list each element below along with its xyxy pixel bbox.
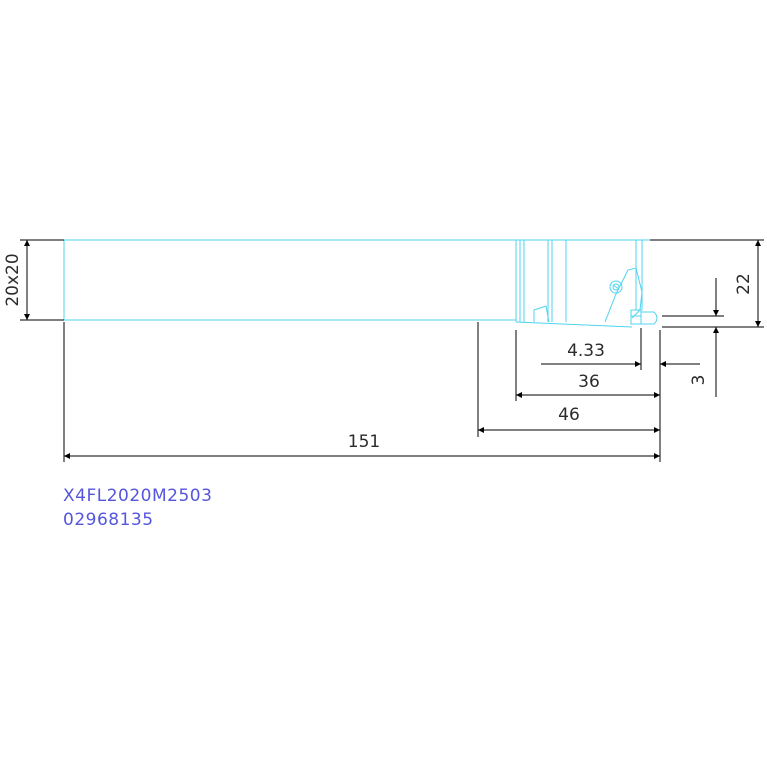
dim-insert-width-label: 4.33 <box>567 341 605 361</box>
dim-reach-length-label: 46 <box>558 405 580 425</box>
dim-reach-length: 46 <box>478 405 660 433</box>
tool-holder-outline <box>63 239 658 328</box>
dim-section-label: 20x20 <box>3 253 23 306</box>
dim-head-height-label: 22 <box>734 273 754 295</box>
tool-head <box>515 239 658 328</box>
cutting-insert <box>630 309 642 325</box>
dim-head-length-label: 36 <box>578 372 600 392</box>
clamp-screw-icon <box>609 280 623 294</box>
dim-head-length: 36 <box>516 372 660 398</box>
dim-overall-length-label: 151 <box>348 432 380 452</box>
part-code: X4FL2020M2503 <box>63 486 213 506</box>
dim-corner-offset: 3 <box>662 278 724 397</box>
tool-shank <box>63 239 517 321</box>
part-number: 02968135 <box>63 510 154 530</box>
dim-overall-length: 151 <box>64 432 660 459</box>
dim-corner-offset-label: 3 <box>689 375 709 386</box>
dim-head-height: 22 <box>650 239 764 328</box>
dim-insert-width: 4.33 <box>541 341 700 367</box>
dim-section: 20x20 <box>3 239 64 321</box>
